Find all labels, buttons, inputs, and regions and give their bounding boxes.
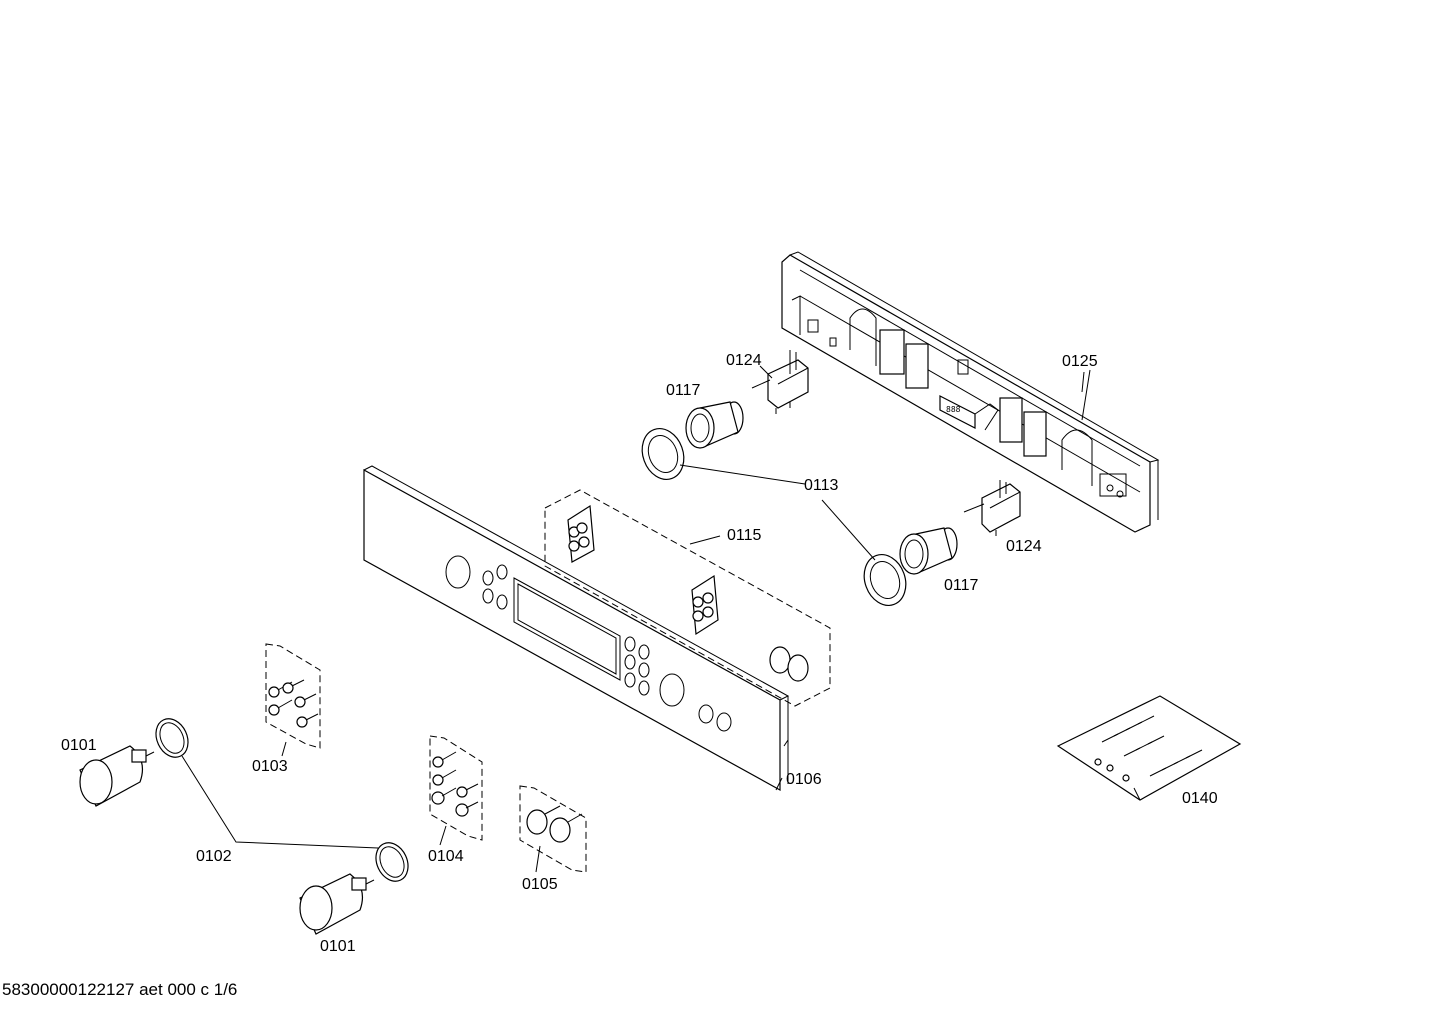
screw-bag (1056, 695, 1242, 801)
label-0104: 0104 (428, 848, 464, 865)
knob-sleeve-lower (899, 527, 958, 575)
label-0115: 0115 (727, 527, 762, 544)
label-0106: 0106 (786, 771, 822, 788)
push-button-set-0103 (265, 643, 321, 749)
drawing-reference-footer: 58300000122127 aet 000 c 1/6 (2, 980, 238, 999)
microswitch-upper (751, 350, 809, 414)
push-button-set-0105 (519, 785, 587, 873)
ring-upper (641, 428, 685, 480)
control-module-housing: 888 (781, 251, 1160, 533)
knob-clip-upper (155, 718, 189, 758)
label-0117-lower: 0117 (944, 577, 979, 594)
label-0103: 0103 (252, 758, 288, 775)
label-0102: 0102 (196, 848, 232, 865)
label-0125: 0125 (1062, 353, 1098, 370)
push-button-set-0104 (429, 735, 483, 841)
button-carrier-b (691, 574, 719, 636)
button-pair (769, 646, 809, 682)
ring-lower (863, 554, 907, 606)
knob-sleeve-upper (685, 401, 744, 449)
label-0140: 0140 (1182, 790, 1218, 807)
label-0113: 0113 (804, 477, 839, 494)
knob-lower (299, 873, 375, 935)
button-set-group (544, 489, 831, 707)
label-0101-lower: 0101 (320, 938, 356, 955)
knob-upper (79, 745, 155, 807)
label-0117-upper: 0117 (666, 382, 701, 399)
microswitch-lower (963, 480, 1021, 536)
button-carrier-a (567, 504, 595, 563)
label-0124-lower: 0124 (1006, 538, 1042, 555)
front-panel (363, 465, 790, 792)
label-0124-upper: 0124 (726, 352, 762, 369)
label-0105: 0105 (522, 876, 558, 893)
svg-text:888: 888 (946, 405, 961, 414)
knob-clip-lower (375, 842, 409, 882)
label-0101-upper: 0101 (61, 737, 97, 754)
